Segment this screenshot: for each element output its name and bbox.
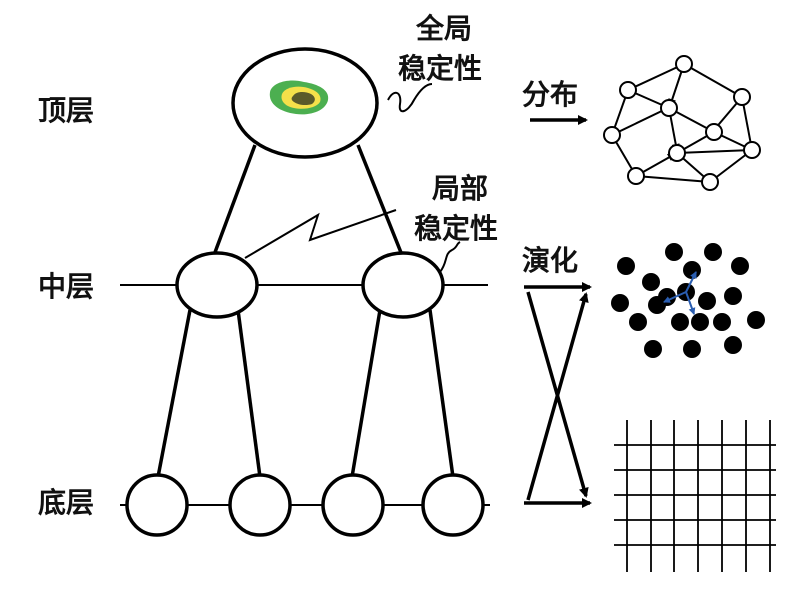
evolution-cross-down (526, 291, 589, 498)
bottom-node-2 (228, 473, 292, 537)
distribution-label: 分布 (522, 78, 578, 111)
local-stability-label-line1: 局部 (432, 172, 488, 205)
local-stability-label-line2: 稳定性 (414, 212, 498, 245)
stability-blob-icon (269, 80, 329, 115)
edge-mid-right-bottom-4 (428, 309, 455, 478)
middle-node-left (175, 251, 259, 319)
network-graph (603, 55, 761, 191)
global-stability-label-line2: 稳定性 (398, 52, 482, 85)
middle-node-right (361, 251, 445, 319)
level-label-bottom: 底层 (38, 486, 94, 519)
lattice-grid (614, 420, 776, 572)
global-stability-label-line1: 全局 (415, 12, 472, 45)
bottom-node-3 (321, 473, 385, 537)
edge-mid-left-bottom-1 (156, 309, 192, 478)
edge-top-middle-right (356, 144, 404, 256)
edge-mid-right-bottom-3 (350, 309, 382, 478)
global-stability-pointer (387, 83, 433, 113)
evolution-label: 演化 (522, 244, 578, 277)
level-label-top: 顶层 (38, 94, 94, 127)
level-label-middle: 中层 (38, 270, 94, 303)
dot-interaction-arrows (663, 271, 697, 315)
local-stability-pointer-right (439, 241, 461, 273)
dot-cluster (611, 243, 765, 358)
bottom-node-4 (421, 473, 485, 537)
edge-mid-left-bottom-2 (236, 309, 262, 478)
local-stability-pointer-left (244, 209, 397, 259)
edge-top-middle-left (212, 144, 257, 256)
bottom-node-1 (125, 473, 189, 537)
